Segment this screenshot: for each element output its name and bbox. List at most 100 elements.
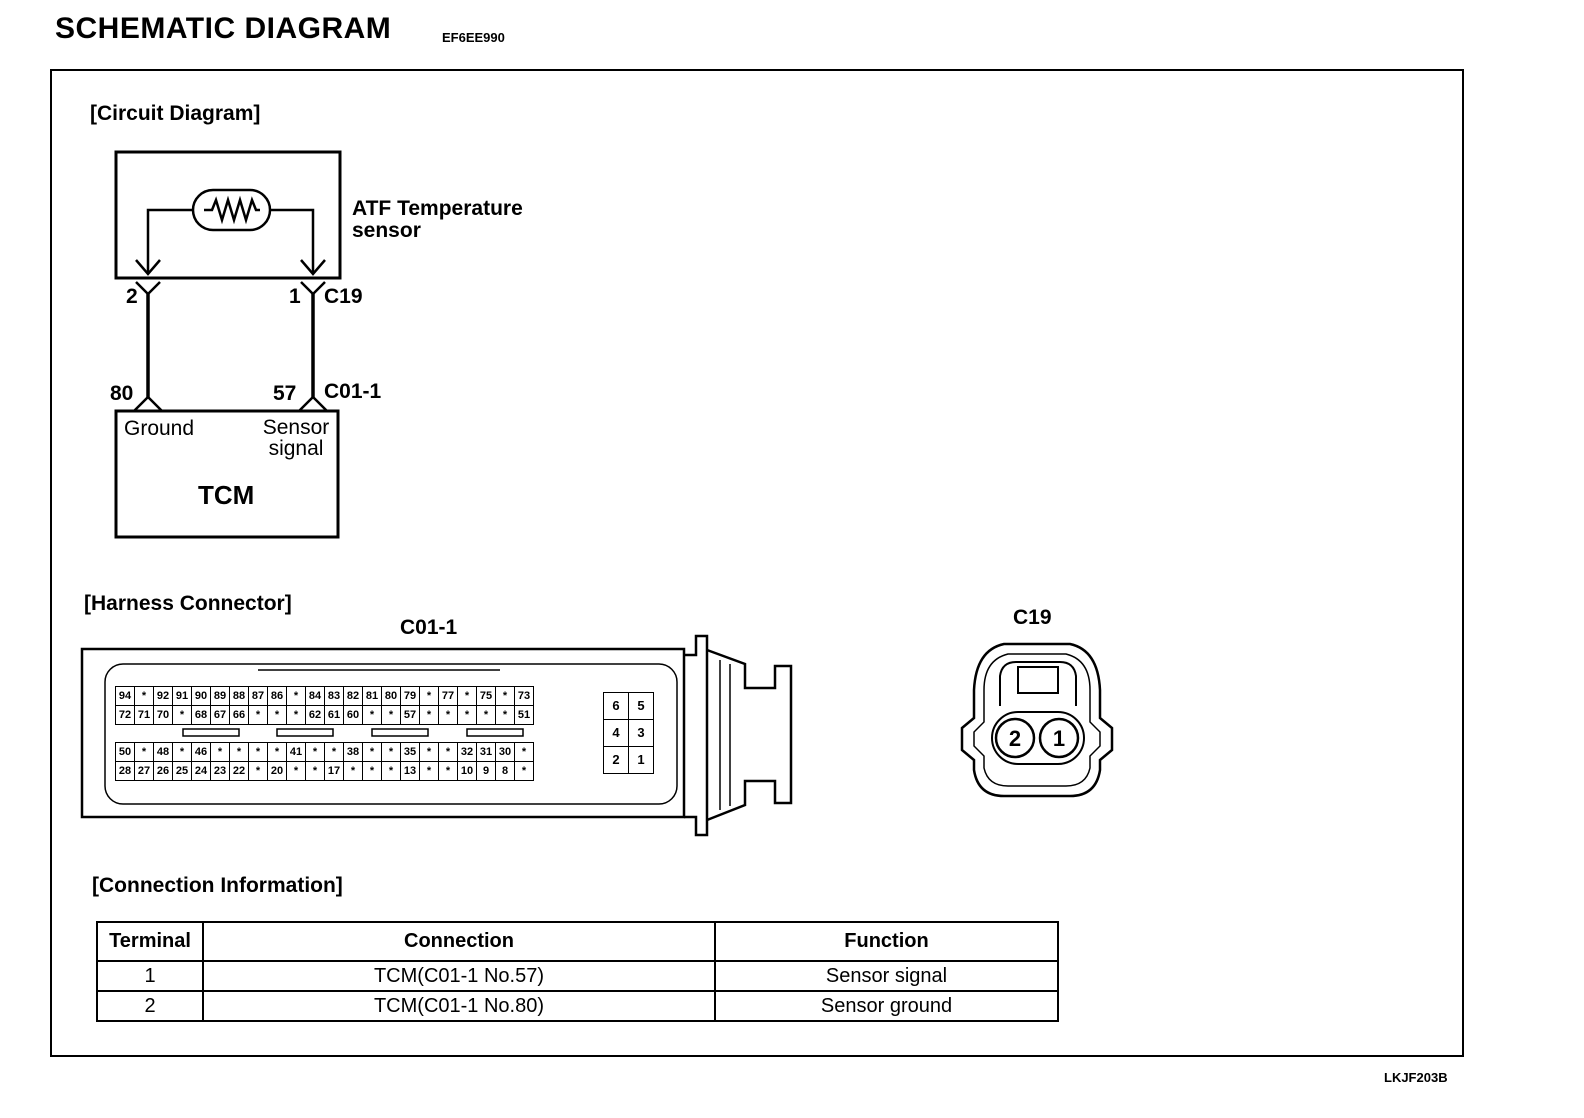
pin-cell: 17 [324, 761, 344, 781]
pin-cell: 72 [115, 705, 135, 725]
c01-connector-drawing [80, 634, 793, 837]
pin-cell: 41 [286, 742, 306, 762]
pin-cell: * [438, 761, 458, 781]
pin-cell: 26 [153, 761, 173, 781]
table-row: 1 TCM(C01-1 No.57) Sensor signal [96, 960, 1059, 992]
connection-cell: TCM(C01-1 No.80) [202, 990, 716, 1022]
pin-cell: 35 [400, 742, 420, 762]
pin-cell: 84 [305, 686, 325, 706]
pin-cell: 80 [381, 686, 401, 706]
function-cell: Sensor ground [714, 990, 1059, 1022]
pin-cell: * [495, 686, 515, 706]
pin-cell: 77 [438, 686, 458, 706]
c19-pin1 [1038, 717, 1080, 759]
pin-cell: * [476, 705, 496, 725]
pin-cell: * [172, 742, 192, 762]
pin-cell: 8 [495, 761, 515, 781]
pin-cell: 94 [115, 686, 135, 706]
pin-cell: * [305, 742, 325, 762]
pin-cell: 6 [603, 692, 629, 720]
terminal-cell: 2 [96, 990, 204, 1022]
tcm-pin-80: 80 [110, 382, 134, 405]
pin-cell: 38 [343, 742, 363, 762]
pin-cell: 4 [603, 719, 629, 747]
harness-section-label: [Harness Connector] [84, 592, 292, 615]
pin-cell: 22 [229, 761, 249, 781]
pin-cell: 60 [343, 705, 363, 725]
pin-cell: 79 [400, 686, 420, 706]
pin-cell: 24 [191, 761, 211, 781]
header-terminal: Terminal [96, 921, 204, 962]
pin-cell: 68 [191, 705, 211, 725]
pin-cell: 91 [172, 686, 192, 706]
pin-cell: * [286, 761, 306, 781]
pin-cell: * [457, 686, 477, 706]
figure-code: LKJF203B [1384, 1070, 1448, 1085]
tcm-connector-label: C01-1 [324, 380, 382, 403]
connection-table-header: Terminal Connection Function [96, 921, 1059, 962]
tcm-ground-label: Ground [124, 417, 195, 440]
connection-table: Terminal Connection Function 1 TCM(C01-1… [96, 921, 1059, 1022]
pin-cell: * [229, 742, 249, 762]
pin-cell: 89 [210, 686, 230, 706]
pin-cell: 30 [495, 742, 515, 762]
pin-cell: 75 [476, 686, 496, 706]
pin-cell: * [362, 705, 382, 725]
page-title: SCHEMATIC DIAGRAM [55, 12, 392, 45]
pin-cell: 23 [210, 761, 230, 781]
terminal-cell: 1 [96, 960, 204, 992]
pin-cell: * [286, 686, 306, 706]
c01-pin80-symbol [133, 395, 163, 412]
pin-cell: * [267, 705, 287, 725]
tcm-box [114, 409, 340, 539]
pin-cell: * [305, 761, 325, 781]
sensor-label: ATF Temperature sensor [352, 198, 523, 242]
pin-cell: 92 [153, 686, 173, 706]
sensor-pin-1: 1 [289, 285, 301, 308]
document-code: EF6EE990 [442, 30, 505, 45]
c19-pin2-symbol [135, 281, 161, 296]
pin-cell: 3 [628, 719, 654, 747]
pin-cell: * [324, 742, 344, 762]
pin-cell: * [381, 742, 401, 762]
pin-cell: * [495, 705, 515, 725]
pin-cell: 90 [191, 686, 211, 706]
connection-section-label: [Connection Information] [92, 874, 343, 897]
pin-cell: 2 [603, 746, 629, 774]
sensor-label-line2: sensor [352, 219, 421, 242]
pin-cell: 51 [514, 705, 534, 725]
c19-connector-drawing: 2 1 [960, 642, 1114, 798]
pin-cell: 10 [457, 761, 477, 781]
tcm-signal-line1: Sensor [262, 416, 330, 439]
sensor-connector-label: C19 [324, 285, 363, 308]
pin-cell: * [419, 742, 439, 762]
pin-cell: 88 [229, 686, 249, 706]
pin-cell: 73 [514, 686, 534, 706]
pin-cell: 87 [248, 686, 268, 706]
pin-cell: 81 [362, 686, 382, 706]
pin-cell: * [248, 705, 268, 725]
pin-cell: 57 [400, 705, 420, 725]
pin-cell: 82 [343, 686, 363, 706]
c19-pin2 [994, 717, 1036, 759]
pin-cell: * [419, 705, 439, 725]
function-cell: Sensor signal [714, 960, 1059, 992]
pin-cell: * [286, 705, 306, 725]
circuit-section-label: [Circuit Diagram] [90, 102, 261, 125]
tcm-signal-line2: signal [268, 437, 324, 460]
pin-cell: 62 [305, 705, 325, 725]
pin-cell: 28 [115, 761, 135, 781]
pin-cell: 67 [210, 705, 230, 725]
pin-cell: 46 [191, 742, 211, 762]
table-row: 2 TCM(C01-1 No.80) Sensor ground [96, 990, 1059, 1022]
pin-cell: 27 [134, 761, 154, 781]
